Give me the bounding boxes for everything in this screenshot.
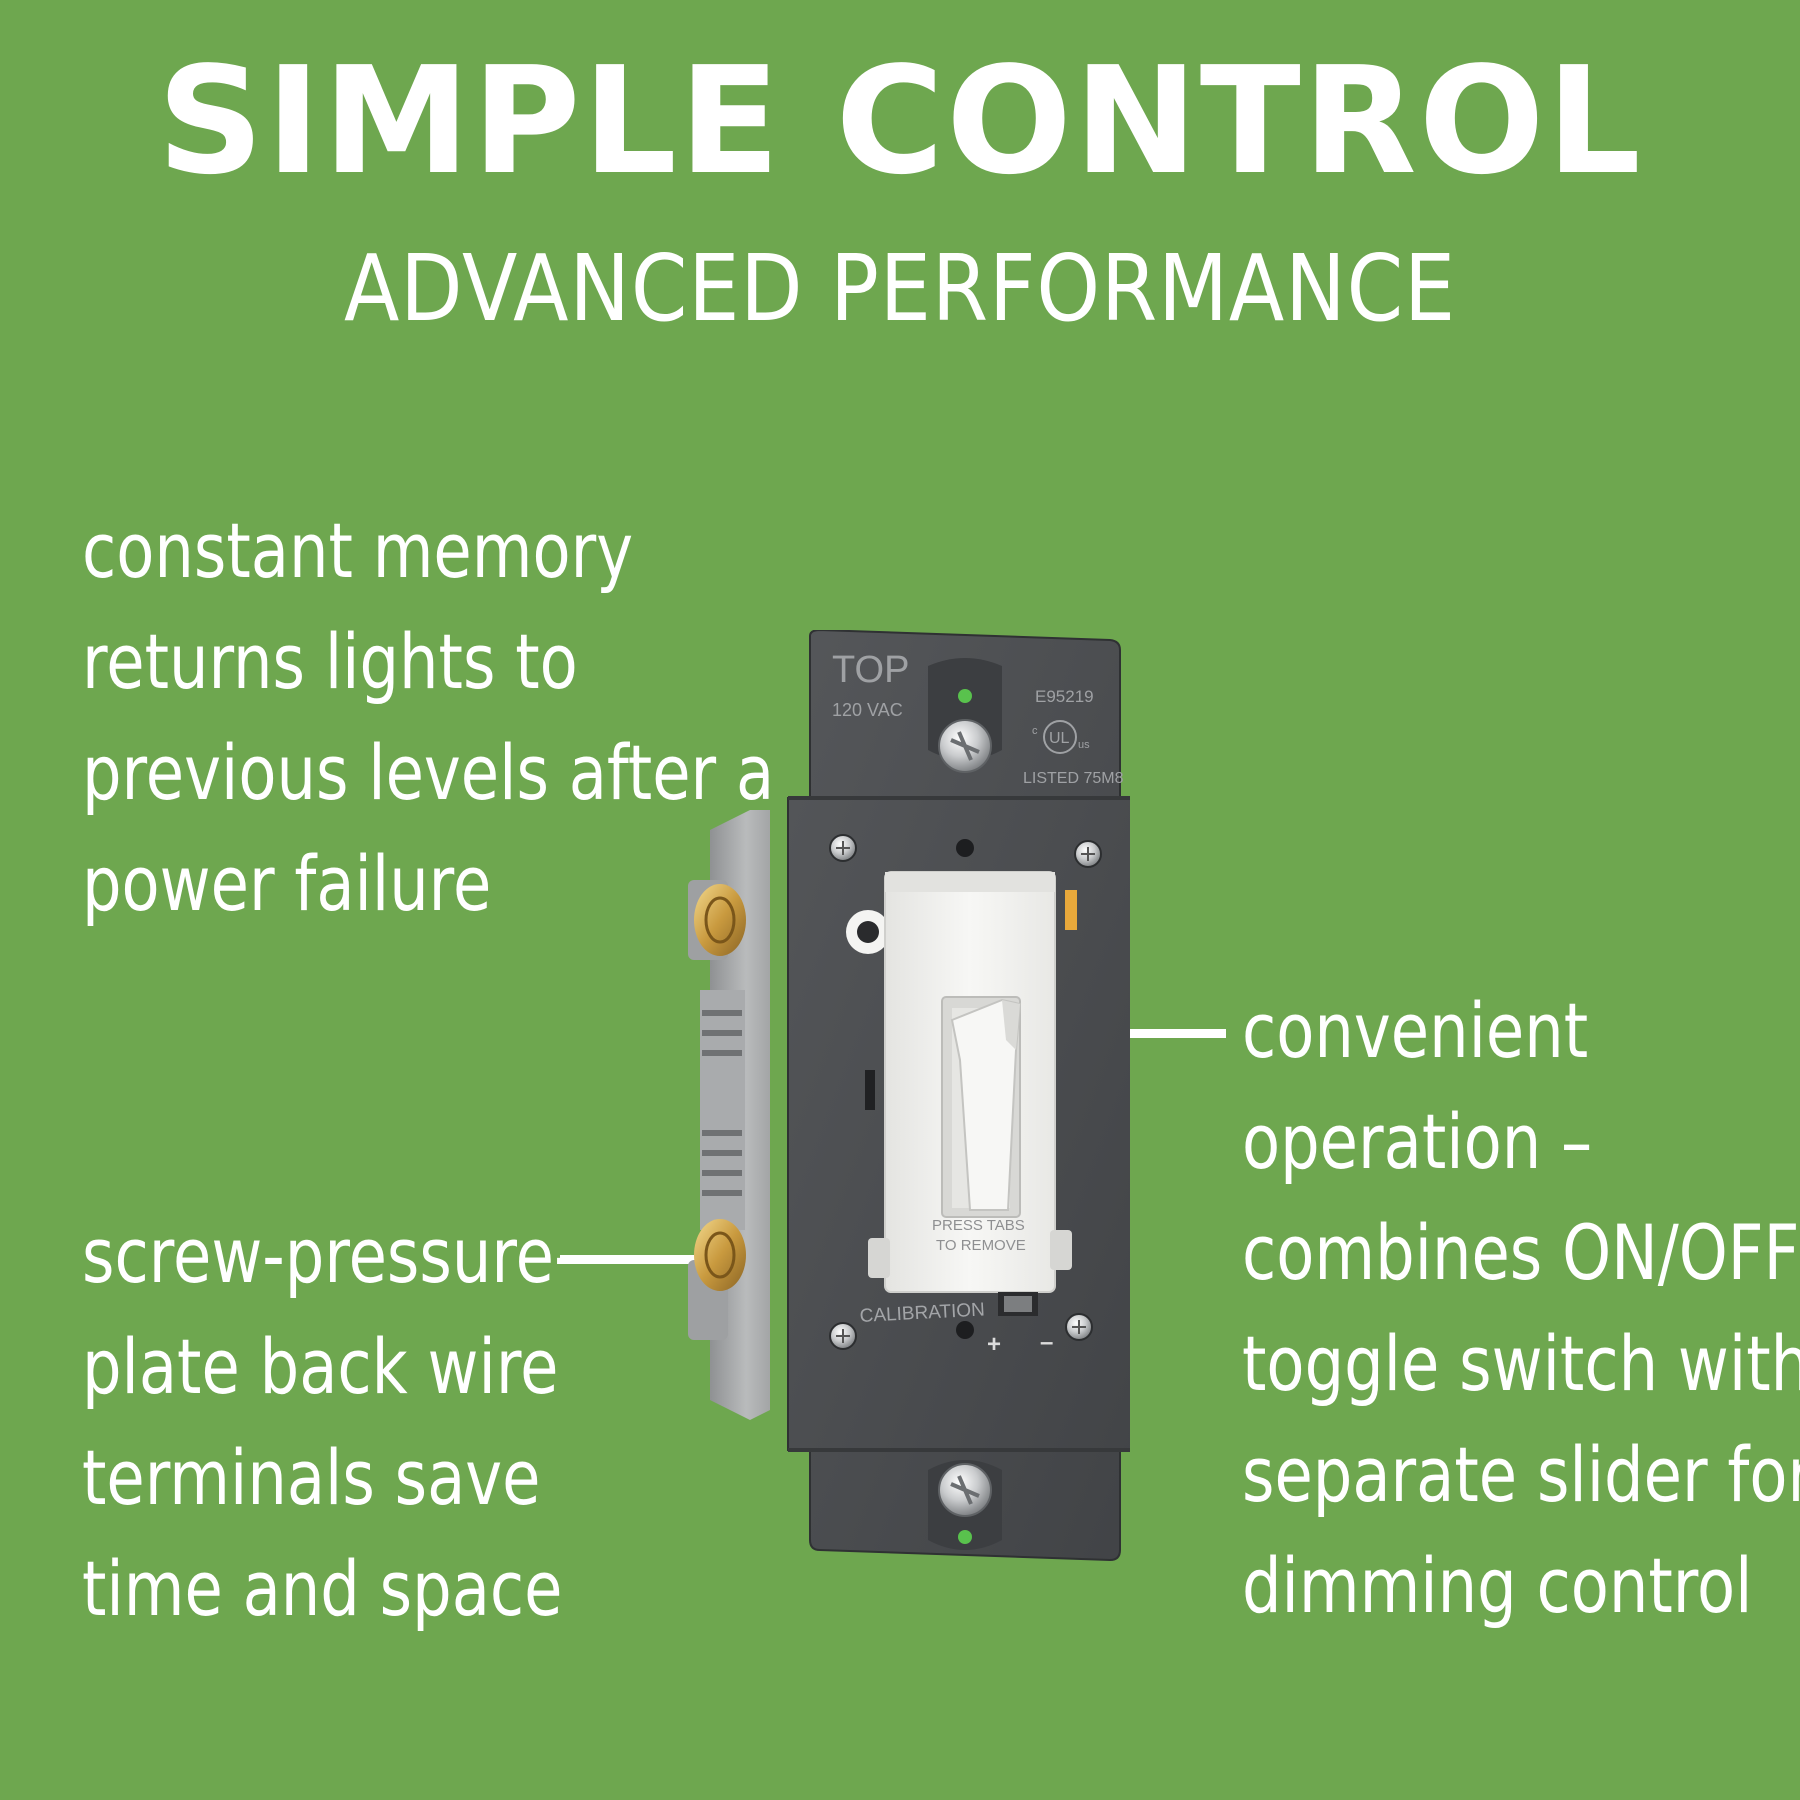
- pointer-line-terminal: [560, 1255, 710, 1264]
- callout-line: separate slider for: [1242, 1430, 1800, 1519]
- ul-mark-c: c: [1032, 725, 1038, 737]
- page-subtitle: ADVANCED PERFORMANCE: [343, 235, 1457, 342]
- terminal-screw-icon: [694, 884, 746, 956]
- marking-listing: LISTED 75M8: [1023, 770, 1124, 787]
- callout-back-wire-terminals: screw-pressure- plate back wire terminal…: [82, 1200, 576, 1644]
- calibration-slider[interactable]: [998, 1292, 1038, 1316]
- callout-line: power failure: [82, 839, 492, 928]
- callout-convenient-operation: convenient operation – combines ON/OFF t…: [1242, 975, 1800, 1641]
- callout-line: time and space: [82, 1544, 563, 1633]
- ul-mark-text: UL: [1049, 730, 1070, 747]
- dimmer-switch-illustration: TOP 120 VAC E95219 UL c us LISTED 75M8: [688, 630, 1130, 1562]
- callout-line: toggle switch with: [1242, 1319, 1800, 1408]
- callout-line: convenient: [1242, 986, 1589, 1075]
- amber-indicator: [1065, 890, 1077, 930]
- callout-line: constant memory: [82, 506, 634, 595]
- callout-line: screw-pressure-: [82, 1211, 577, 1300]
- ul-mark-us: us: [1078, 739, 1090, 751]
- page-title: SIMPLE CONTROL: [157, 35, 1643, 207]
- pointer-line-toggle: [1050, 1029, 1226, 1038]
- callout-line: returns lights to: [82, 617, 578, 706]
- callout-line: dimming control: [1242, 1541, 1753, 1630]
- label-to-remove: TO REMOVE: [936, 1237, 1026, 1254]
- ul-listing-icon: UL c us: [1032, 720, 1090, 754]
- callout-line: operation –: [1242, 1097, 1593, 1186]
- callout-line: combines ON/OFF: [1242, 1208, 1800, 1297]
- marking-voltage: 120 VAC: [832, 700, 903, 720]
- calibration-minus: –: [1040, 1329, 1053, 1356]
- mounting-screw-icon: [928, 658, 1002, 773]
- calibration-plus: +: [987, 1331, 1001, 1358]
- marking-cert-code: E95219: [1035, 687, 1094, 706]
- callout-constant-memory: constant memory returns lights to previo…: [82, 495, 774, 939]
- removal-tabs: PRESS TABS TO REMOVE: [868, 1217, 1072, 1278]
- mounting-screw-icon: [928, 1460, 1002, 1550]
- toggle-switch[interactable]: [941, 996, 1022, 1218]
- terminal-screw-icon: [694, 1219, 746, 1291]
- callout-line: plate back wire: [82, 1322, 559, 1411]
- indicator-light-icon: [846, 910, 890, 954]
- callout-line: terminals save: [82, 1433, 541, 1522]
- corner-screw-icon: [829, 1322, 857, 1350]
- label-press-tabs: PRESS TABS: [932, 1217, 1025, 1234]
- corner-screw-icon: [829, 834, 857, 862]
- callout-line: previous levels after a: [82, 728, 775, 817]
- marking-top: TOP: [832, 649, 909, 691]
- corner-screw-icon: [1065, 1313, 1093, 1341]
- corner-screw-icon: [1074, 840, 1102, 868]
